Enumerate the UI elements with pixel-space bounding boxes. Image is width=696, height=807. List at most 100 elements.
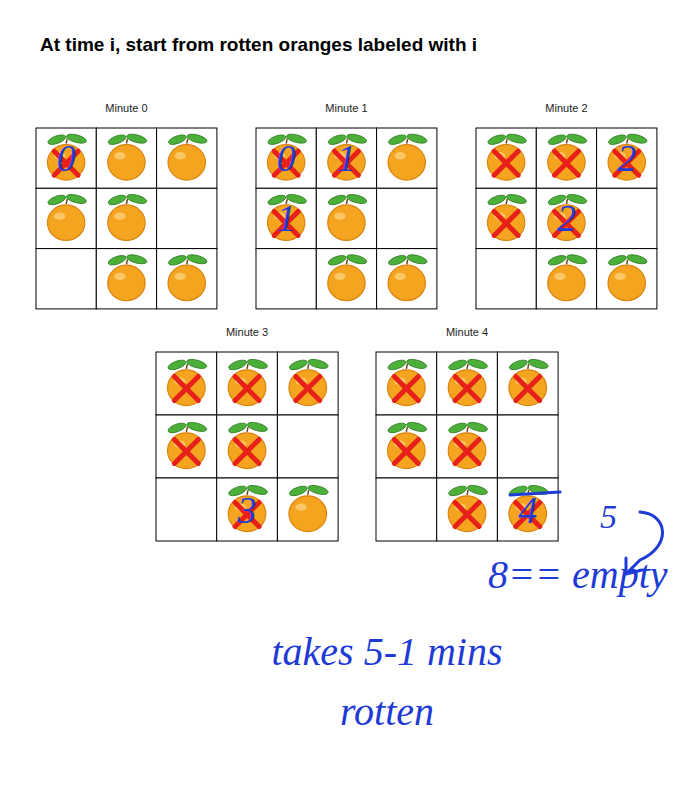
orange-leaf (107, 133, 127, 146)
orange-stem (186, 427, 187, 432)
orange-stem (187, 259, 188, 264)
orange-leaf (387, 358, 407, 372)
orange-body (168, 370, 206, 406)
time-label: 0 (57, 139, 76, 177)
grid-cell (376, 352, 437, 415)
grid-cell (476, 128, 536, 188)
orange-leaf (547, 254, 567, 267)
orange-stem (308, 364, 309, 369)
orange-leaf (66, 193, 88, 206)
rotten-x (516, 377, 540, 401)
rotten-x (296, 377, 320, 401)
orange-body (168, 145, 205, 181)
orange-stem (247, 427, 248, 432)
orange-body (328, 265, 365, 301)
grid-cell (96, 188, 156, 248)
orange-leaf (387, 254, 407, 267)
orange-highlight (395, 152, 406, 159)
orange-stem (467, 427, 468, 432)
orange-leaf (167, 421, 187, 435)
grid-cell (376, 415, 437, 478)
orange-stem (406, 427, 407, 432)
orange-body (487, 145, 524, 181)
grid-cell (597, 128, 657, 188)
note-number: 5 (600, 500, 617, 534)
orange-leaf (527, 358, 549, 371)
grid-cell (256, 188, 316, 248)
orange-body (509, 370, 547, 406)
grid-cell (217, 415, 278, 478)
grid-cell (316, 128, 376, 188)
orange-body (289, 370, 327, 406)
orange-body (388, 265, 425, 301)
rotten-x (455, 503, 479, 527)
rotten-x (455, 440, 479, 464)
handwritten-note: takes 5-1 mins rotten (222, 622, 552, 742)
orange-leaf (107, 254, 127, 267)
rotten-x (494, 211, 518, 235)
orange-leaf (506, 193, 528, 206)
rotten-x (296, 377, 320, 401)
orange-grid (376, 352, 558, 541)
orange-leaf (466, 421, 488, 434)
rotten-x (235, 377, 259, 401)
orange-body (388, 433, 426, 469)
orange-leaf (228, 358, 248, 372)
orange-stem (407, 139, 408, 144)
orange-body (108, 265, 145, 301)
orange-leaf (466, 358, 488, 371)
orange-leaf (327, 254, 347, 267)
minute-caption: Minute 1 (256, 102, 437, 114)
rotten-x (516, 377, 540, 401)
orange-body (168, 433, 206, 469)
rotten-x (174, 377, 198, 401)
time-label: 3 (238, 491, 257, 529)
orange-leaf (346, 253, 368, 266)
orange-body (289, 496, 327, 532)
grid-cell (316, 188, 376, 248)
orange-stem (247, 364, 248, 369)
rotten-x (494, 211, 518, 235)
orange-stem (126, 139, 127, 144)
orange-leaf (406, 358, 428, 371)
orange-leaf (506, 132, 528, 145)
orange-leaf (387, 133, 407, 146)
orange-leaf (466, 484, 488, 497)
grid-cell (536, 128, 596, 188)
grid-cell (376, 478, 437, 541)
orange-leaf (186, 253, 208, 266)
rotten-x (174, 377, 198, 401)
orange-leaf (327, 193, 347, 206)
grid-cell (377, 188, 437, 248)
grid-cell (277, 478, 338, 541)
orange-body (228, 433, 266, 469)
orange-leaf (107, 193, 127, 206)
orange-stem (308, 490, 309, 495)
orange-leaf (448, 484, 468, 498)
orange-leaf (186, 421, 208, 434)
grid-cell (536, 249, 596, 309)
orange-leaf (487, 133, 507, 146)
orange-leaf (508, 358, 528, 372)
grid-cell (476, 188, 536, 248)
rotten-x (394, 440, 418, 464)
time-label: 4 (518, 491, 537, 529)
orange-leaf (607, 254, 627, 267)
orange-stem (346, 259, 347, 264)
orange-body (388, 145, 425, 181)
grid-cell (476, 249, 536, 309)
orange-stem (506, 139, 507, 144)
grid-cell (497, 415, 558, 478)
handwritten-note: 8== empty (488, 555, 668, 595)
orange-stem (187, 139, 188, 144)
orange-highlight (296, 503, 307, 511)
orange-leaf (228, 421, 248, 435)
orange-stem (406, 364, 407, 369)
grid-cell (217, 352, 278, 415)
orange-leaf (186, 132, 208, 145)
grid-cell (157, 128, 217, 188)
title: At time i, start from rotten oranges lab… (40, 34, 477, 56)
grid-cell (437, 478, 498, 541)
orange-highlight (114, 152, 125, 159)
